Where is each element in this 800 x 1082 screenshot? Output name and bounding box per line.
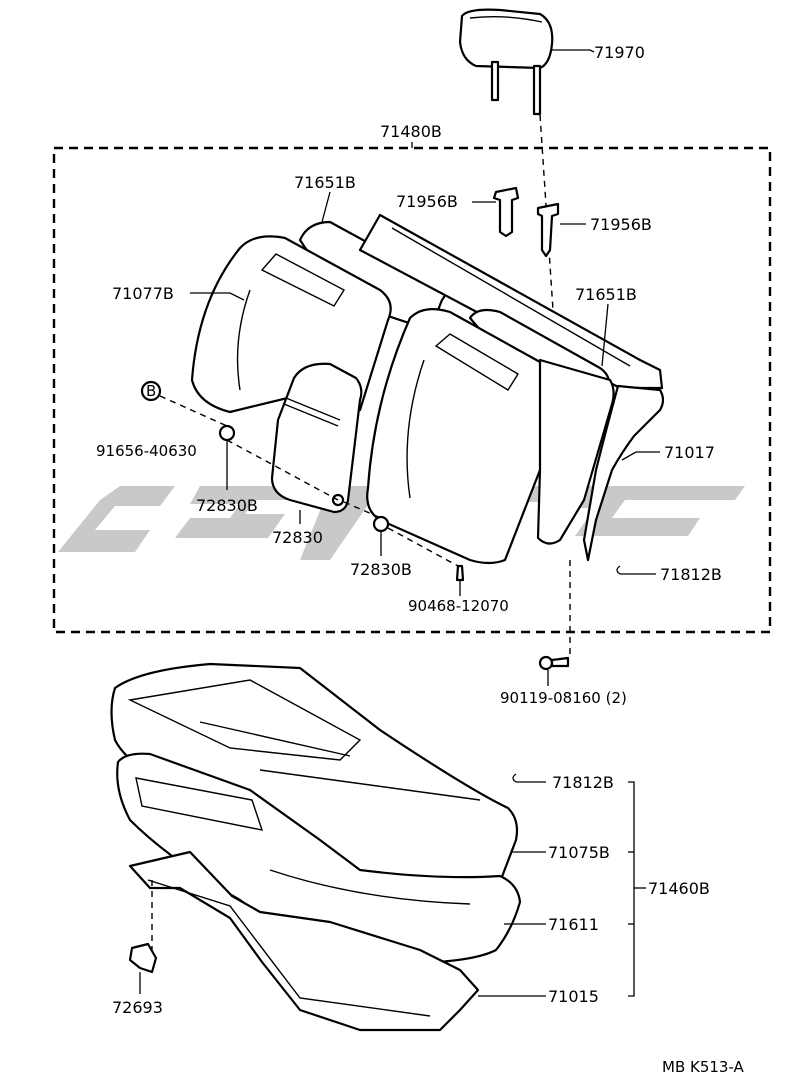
label-clip-left: 71956B (396, 192, 458, 211)
hook-right-part (372, 515, 390, 533)
back-cover-right (366, 307, 615, 565)
label-hook-right: 72830B (350, 560, 412, 579)
label-headrest: 71970 (594, 43, 645, 62)
reference-code: MB K513-A (662, 1058, 745, 1076)
label-back-cover-left: 71077B (112, 284, 174, 303)
cushion-frame (128, 850, 480, 1032)
label-hook-small-top: 71812B (660, 565, 722, 584)
bolt-b-marker: B (140, 380, 162, 402)
hook-left-part (218, 424, 236, 442)
back-board (582, 384, 665, 562)
clip-bottom-part (128, 942, 158, 974)
label-back-frame-left: 71651B (294, 173, 356, 192)
pin-part (455, 564, 465, 582)
label-back-assembly: 71480B (380, 122, 442, 141)
label-cushion-assembly: 71460B (648, 879, 710, 898)
label-hook-left: 72830B (196, 496, 258, 515)
label-clip-right: 71956B (590, 215, 652, 234)
headrest-part (458, 8, 554, 116)
label-bolt-b: 91656-40630 (96, 442, 197, 460)
label-hook-small-bottom: 71812B (552, 773, 614, 792)
label-armrest: 72830 (272, 528, 323, 547)
back-assembly-frame (52, 146, 772, 634)
label-back-board: 71017 (664, 443, 715, 462)
label-clip-bottom: 72693 (112, 998, 163, 1017)
label-back-frame-right: 71651B (575, 285, 637, 304)
armrest-part (270, 362, 363, 514)
clip-right-part (536, 202, 560, 258)
label-cushion-cover: 71075B (548, 843, 610, 862)
label-pin: 90468-12070 (408, 597, 509, 615)
label-bolt: 90119-08160 (2) (500, 689, 627, 707)
label-cushion-pad: 71611 (548, 915, 599, 934)
label-cushion-frame: 71015 (548, 987, 599, 1006)
back-cover-left (190, 235, 392, 414)
svg-text:B: B (146, 382, 156, 400)
bolt-part (538, 655, 570, 671)
clip-left-part (492, 186, 520, 238)
